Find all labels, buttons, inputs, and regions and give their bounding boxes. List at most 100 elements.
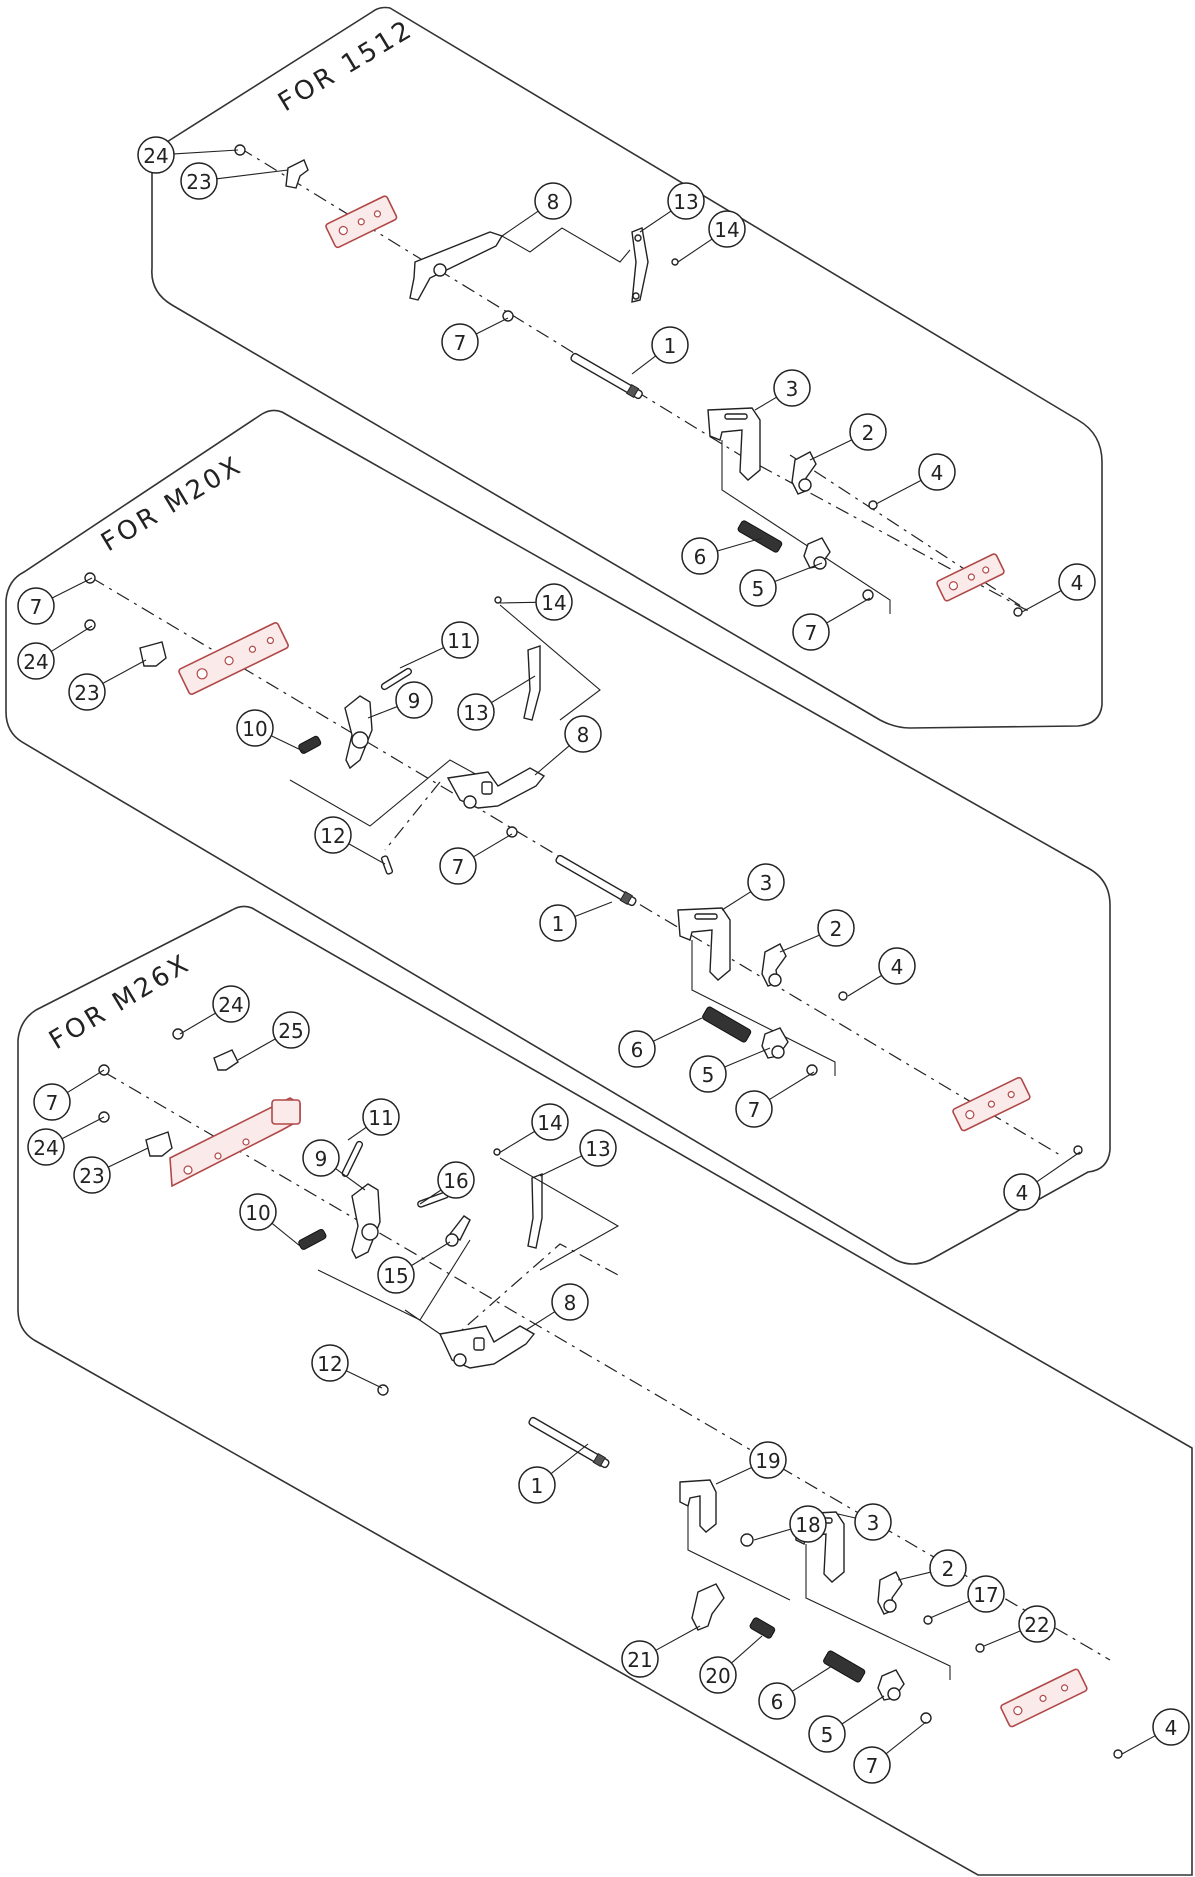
callout-circle [17,587,55,625]
callout-circle [689,1055,727,1093]
callout-circle [667,182,705,220]
callout-circle [618,1030,656,1068]
callout-circle [735,1090,773,1128]
callout-leader [774,562,823,582]
callout-circle [853,1746,891,1784]
callout-leader [847,974,882,997]
callout-circle [395,681,433,719]
callout-number: 10 [242,717,267,741]
callout-leader [475,317,509,335]
callout-number: 4 [1071,571,1084,595]
callout-number: 15 [383,1264,408,1288]
callout-17: 17 [929,1575,1005,1619]
callout-circle [739,569,777,607]
callout-circle [758,1682,796,1720]
callout-1: 1 [518,1443,589,1504]
parts-group-1512 [234,144,1031,617]
callout-16: 16 [419,1161,475,1205]
callout-leader [473,833,513,858]
callout-number: 6 [694,545,707,569]
callout-circle [749,1441,787,1479]
callout-number: 12 [320,824,345,848]
parts-group-m26x [98,1028,1123,1759]
callout-circle [272,1011,310,1049]
callout-leader [271,1222,301,1247]
callout-9: 9 [302,1139,366,1191]
callout-7: 7 [33,1069,105,1121]
callout-4: 4 [1121,1708,1190,1755]
callout-number: 17 [973,1583,998,1607]
callout-leader [753,1528,791,1541]
callout-circle [808,1715,846,1753]
callout-number: 23 [74,681,99,705]
callout-circle [439,847,477,885]
callout-leader [721,891,752,911]
callout-23: 23 [180,162,289,200]
callout-6: 6 [758,1665,833,1720]
callout-leader [574,901,613,917]
callout-14: 14 [498,1103,569,1154]
callout-23: 23 [68,659,147,711]
callout-number: 14 [714,218,739,242]
callout-circle [236,709,274,747]
callout-circle [773,369,811,407]
callout-leader [534,745,570,776]
callout-1: 1 [539,901,613,942]
callout-leader [791,1665,833,1692]
callout-leader [67,1069,105,1094]
callout-circle [437,1161,475,1199]
callout-number: 3 [867,1511,880,1535]
callout-number: 23 [79,1164,104,1188]
callout-circle [929,1549,967,1587]
callout-11: 11 [347,1098,400,1141]
callout-leader [655,1625,701,1651]
callout-circle [551,1283,589,1321]
callout-7: 7 [17,577,93,625]
callout-7: 7 [441,317,509,361]
callout-number: 7 [454,331,467,355]
callout-leader [826,597,871,624]
callout-11: 11 [399,621,479,669]
callout-4: 4 [875,453,956,505]
callout-10: 10 [239,1193,301,1247]
callout-4: 4 [847,947,916,997]
callout-circle [212,985,250,1023]
callout-2: 2 [897,1549,967,1587]
callout-number: 1 [664,334,677,358]
callout-leader [367,706,398,719]
callout-leader [501,210,539,237]
callout-number: 7 [30,595,43,619]
callout-21: 21 [621,1625,701,1678]
callout-7: 7 [853,1721,927,1784]
callout-number: 13 [463,701,488,725]
callout-circle [534,182,572,220]
callout-circle [539,904,577,942]
callout-circle [708,210,746,248]
callout-leader [348,843,386,865]
callout-leader [731,1635,763,1664]
callout-circle [518,1466,556,1504]
callout-24: 24 [17,625,93,680]
callout-leader [345,1370,383,1389]
callout-6: 6 [618,1017,703,1068]
callout-number: 5 [702,1063,715,1087]
callout-circle [27,1128,65,1166]
panel-outline-1512 [151,6,1103,729]
callout-13: 13 [539,1129,617,1177]
callout-leader [1021,590,1062,613]
callout-14: 14 [499,583,573,621]
callout-number: 23 [186,170,211,194]
callout-circle [579,1129,617,1167]
callout-7: 7 [792,597,871,651]
callout-leader [411,1241,451,1267]
callout-13: 13 [457,675,536,731]
callout-leader [983,1630,1021,1647]
callout-number: 14 [537,1111,562,1135]
callout-24: 24 [27,1116,105,1166]
callout-leader [102,659,147,684]
callout-leader [779,934,820,953]
callout-number: 5 [752,577,765,601]
callout-leader [61,1116,105,1140]
group-title-m20x: FOR M20X [96,450,248,558]
